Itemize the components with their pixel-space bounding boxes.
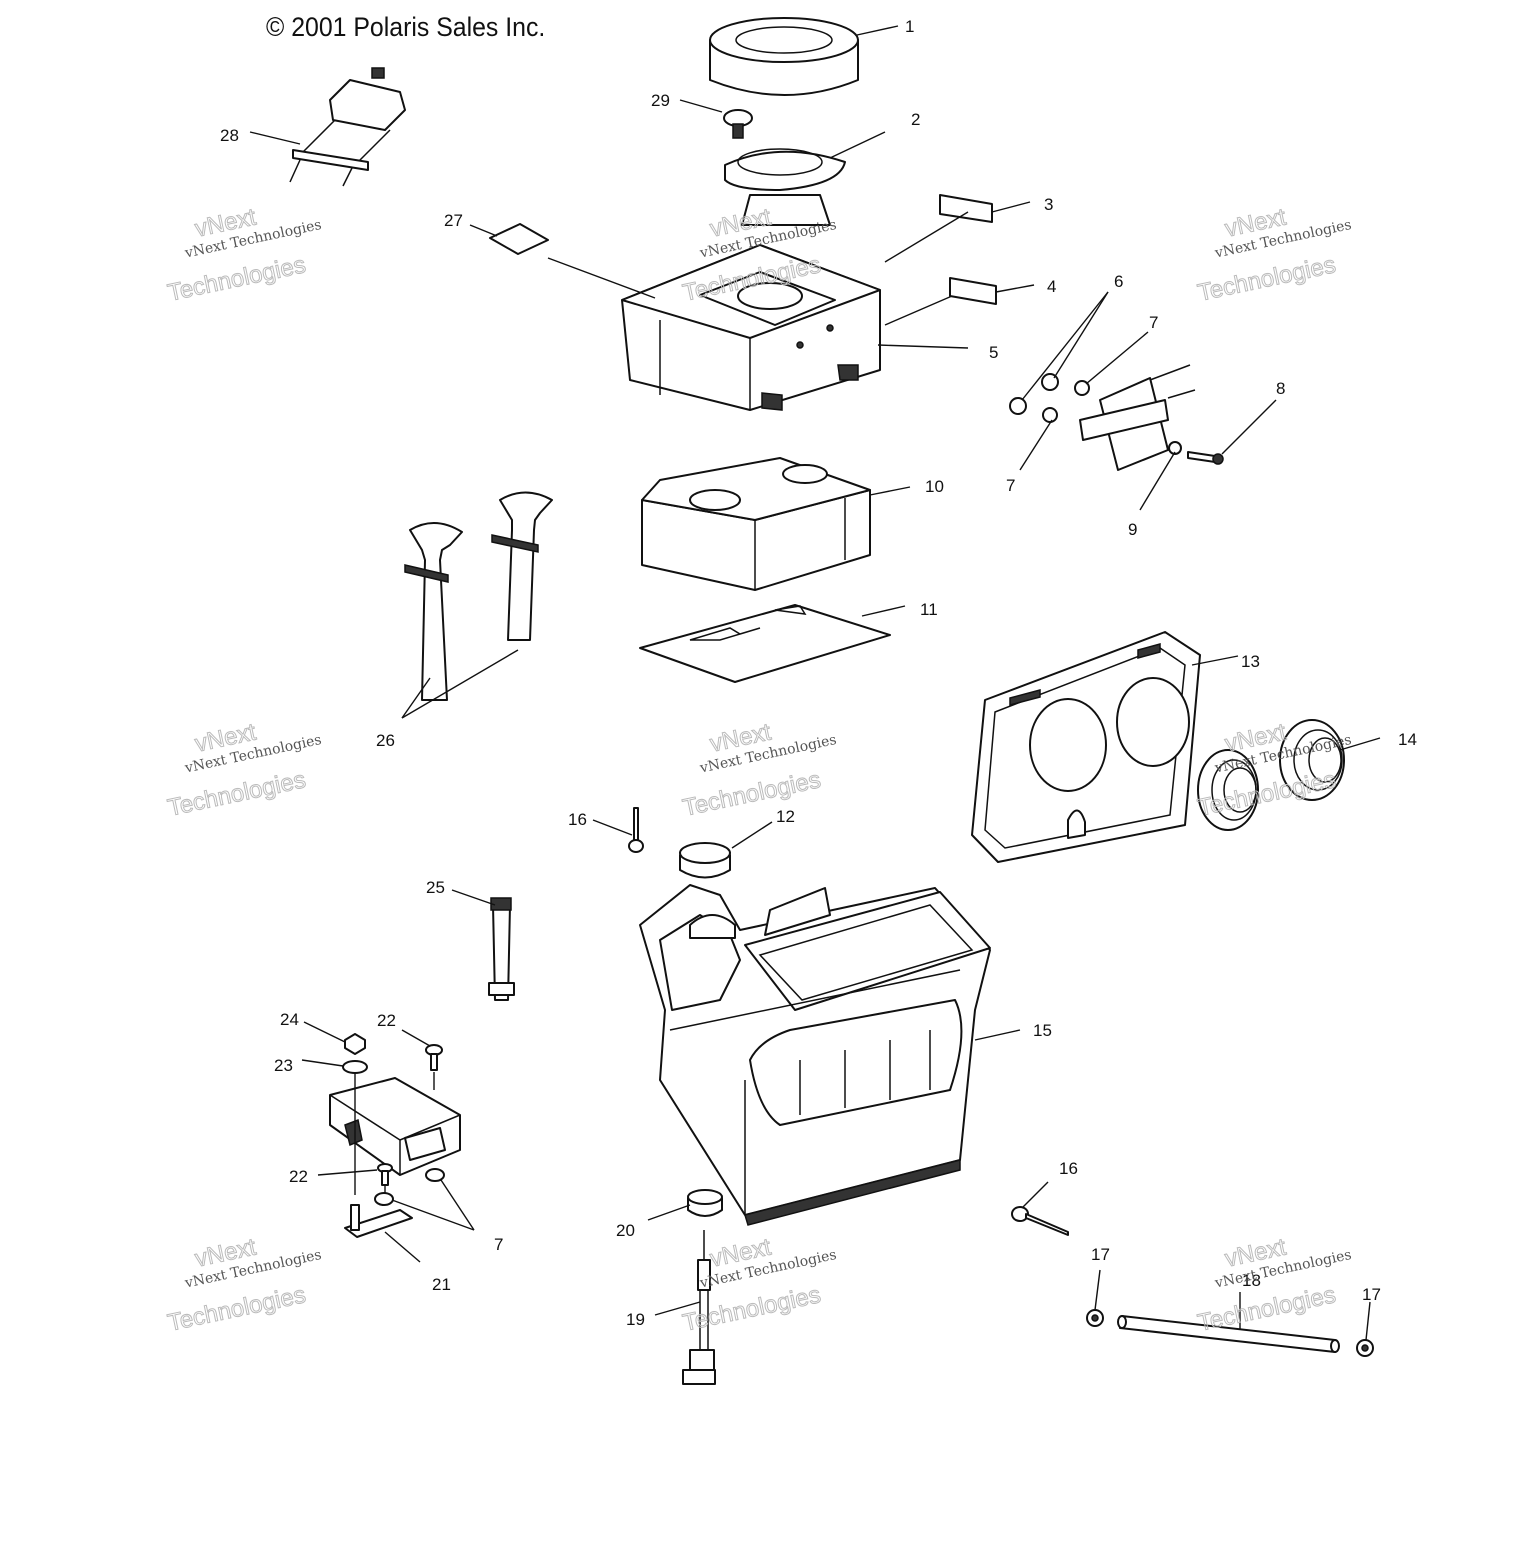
watermark-bottom-center: vNext vNext Technologies Technologies bbox=[680, 1233, 838, 1337]
watermark-top-right: vNext vNext Technologies Technologies bbox=[1195, 203, 1353, 307]
callout-28: 28 bbox=[220, 126, 239, 145]
watermark-top-left: vNext vNext Technologies Technologies bbox=[165, 203, 323, 307]
part-26-intake-horns bbox=[404, 491, 553, 701]
part-4-decal bbox=[949, 277, 997, 305]
ignition-coil-assembly bbox=[1009, 364, 1224, 471]
watermark-bottom-left: vNext vNext Technologies Technologies bbox=[165, 1233, 323, 1337]
callout-16-upper: 16 bbox=[568, 810, 587, 829]
part-23-washer bbox=[342, 1060, 368, 1074]
callout-18: 18 bbox=[1242, 1271, 1261, 1290]
callout-4: 4 bbox=[1047, 277, 1056, 296]
callout-17-left: 17 bbox=[1091, 1245, 1110, 1264]
part-25-strap bbox=[488, 897, 515, 1001]
part-27-decal bbox=[489, 223, 549, 255]
callout-8: 8 bbox=[1276, 379, 1285, 398]
callout-1: 1 bbox=[905, 17, 914, 36]
callout-7-middle: 7 bbox=[1006, 476, 1015, 495]
callout-5: 5 bbox=[989, 343, 998, 362]
part-18-hose bbox=[1117, 1315, 1340, 1353]
part-7-spacers bbox=[374, 1168, 445, 1206]
part-21-bracket bbox=[344, 1204, 413, 1238]
callout-9: 9 bbox=[1128, 520, 1137, 539]
callout-6: 6 bbox=[1114, 272, 1123, 291]
callout-21: 21 bbox=[432, 1275, 451, 1294]
callout-10: 10 bbox=[925, 477, 944, 496]
callout-20: 20 bbox=[616, 1221, 635, 1240]
part-22-screw-lower bbox=[377, 1163, 393, 1186]
part-29-push-rivet bbox=[723, 109, 753, 139]
callout-14: 14 bbox=[1398, 730, 1417, 749]
callout-12: 12 bbox=[776, 807, 795, 826]
callout-25: 25 bbox=[426, 878, 445, 897]
callout-23: 23 bbox=[274, 1056, 293, 1075]
part-16-rivet-upper bbox=[628, 807, 644, 853]
callout-26: 26 bbox=[376, 731, 395, 750]
part-16-rivet-lower bbox=[1011, 1206, 1069, 1236]
part-12-cap bbox=[679, 842, 731, 879]
callout-7-lower: 7 bbox=[494, 1235, 503, 1254]
callout-numbers: 1 29 2 3 4 5 27 28 6 7 7 8 9 10 11 26 13… bbox=[220, 17, 1417, 1329]
watermark-middle-left: vNext vNext Technologies Technologies bbox=[165, 718, 323, 822]
callout-19: 19 bbox=[626, 1310, 645, 1329]
callout-22-lower: 22 bbox=[289, 1167, 308, 1186]
part-11-gasket-plate bbox=[639, 604, 891, 683]
part-14-intake-boots bbox=[1197, 719, 1345, 831]
watermark-middle-center: vNext vNext Technologies Technologies bbox=[680, 718, 838, 822]
watermark-bottom-right: vNext vNext Technologies Technologies bbox=[1195, 1233, 1353, 1337]
callout-13: 13 bbox=[1241, 652, 1260, 671]
part-17-clamp-right bbox=[1356, 1339, 1374, 1357]
part-28-connector bbox=[289, 67, 406, 187]
callout-24: 24 bbox=[280, 1010, 299, 1029]
part-5-airbox-cover bbox=[621, 244, 881, 411]
part-1-foam-ring bbox=[709, 17, 859, 96]
callout-2: 2 bbox=[911, 110, 920, 129]
part-24-nut bbox=[344, 1033, 366, 1055]
part-3-decal bbox=[939, 194, 993, 223]
callout-27: 27 bbox=[444, 211, 463, 230]
part-10-foam-filter bbox=[641, 457, 871, 591]
callout-7-upper: 7 bbox=[1149, 313, 1158, 332]
part-15-airbox-housing bbox=[639, 884, 991, 1226]
callout-3: 3 bbox=[1044, 195, 1053, 214]
ecu-module bbox=[329, 1077, 461, 1176]
part-20-grommet bbox=[687, 1189, 723, 1217]
callout-16-lower: 16 bbox=[1059, 1159, 1078, 1178]
callout-15: 15 bbox=[1033, 1021, 1052, 1040]
part-22-screw-upper bbox=[425, 1044, 443, 1071]
part-19-sensor-harness bbox=[682, 1230, 716, 1385]
part-13-front-plate bbox=[971, 631, 1201, 863]
leader-lines bbox=[249, 25, 1381, 1341]
callout-22-upper: 22 bbox=[377, 1011, 396, 1030]
callout-17-right: 17 bbox=[1362, 1285, 1381, 1304]
callout-29: 29 bbox=[651, 91, 670, 110]
copyright-text: © 2001 Polaris Sales Inc. bbox=[266, 12, 546, 42]
callout-11: 11 bbox=[920, 600, 938, 619]
part-2-adapter-flange bbox=[724, 148, 846, 226]
part-17-clamp-left bbox=[1086, 1309, 1104, 1327]
